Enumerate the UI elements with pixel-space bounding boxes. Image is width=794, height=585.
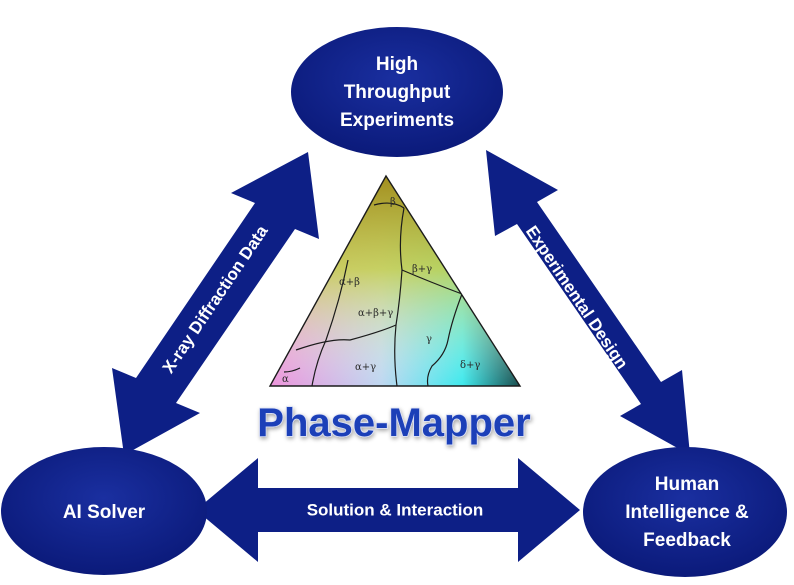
node-top-line-2: Throughput bbox=[344, 82, 451, 103]
node-right-line-2: Intelligence & bbox=[625, 502, 749, 523]
boundary-vertical bbox=[394, 207, 405, 386]
region-label-delta-gamma: δ+γ bbox=[460, 360, 480, 371]
node-right-line-1: Human bbox=[655, 474, 719, 495]
node-right-line-3: Feedback bbox=[643, 530, 731, 551]
node-top-line-1: High bbox=[376, 54, 418, 75]
region-label-gamma: γ bbox=[426, 334, 432, 345]
region-label-alpha-beta: α+β bbox=[339, 277, 360, 288]
region-label-alpha: α bbox=[282, 374, 289, 385]
high-throughput-experiments-node: High Throughput Experiments bbox=[291, 27, 503, 157]
solution-interaction-arrow: Solution & Interaction bbox=[196, 458, 580, 562]
region-label-beta: β bbox=[390, 197, 396, 208]
solution-interaction-label: Solution & Interaction bbox=[307, 500, 484, 519]
boundary-alpha-gamma bbox=[295, 324, 397, 351]
boundary-alpha bbox=[283, 367, 301, 373]
region-label-alpha-gamma: α+γ bbox=[355, 362, 376, 373]
node-top-line-3: Experiments bbox=[340, 110, 454, 131]
ai-solver-node: AI Solver bbox=[1, 447, 207, 575]
xray-diffraction-label: X-ray Diffraction Data bbox=[159, 222, 272, 377]
human-intelligence-feedback-node: Human Intelligence & Feedback bbox=[583, 447, 787, 577]
phase-mapper-title: Phase-Mapper bbox=[257, 401, 530, 445]
boundary-gamma-delta bbox=[426, 293, 463, 386]
region-label-alpha-beta-gamma: α+β+γ bbox=[358, 308, 393, 319]
region-label-beta-gamma: β+γ bbox=[412, 264, 432, 275]
boundary-beta bbox=[373, 202, 405, 209]
boundary-alpha-beta bbox=[311, 259, 349, 386]
node-left-line-1: AI Solver bbox=[63, 502, 146, 523]
experimental-design-label: Experimental Design bbox=[522, 222, 632, 372]
